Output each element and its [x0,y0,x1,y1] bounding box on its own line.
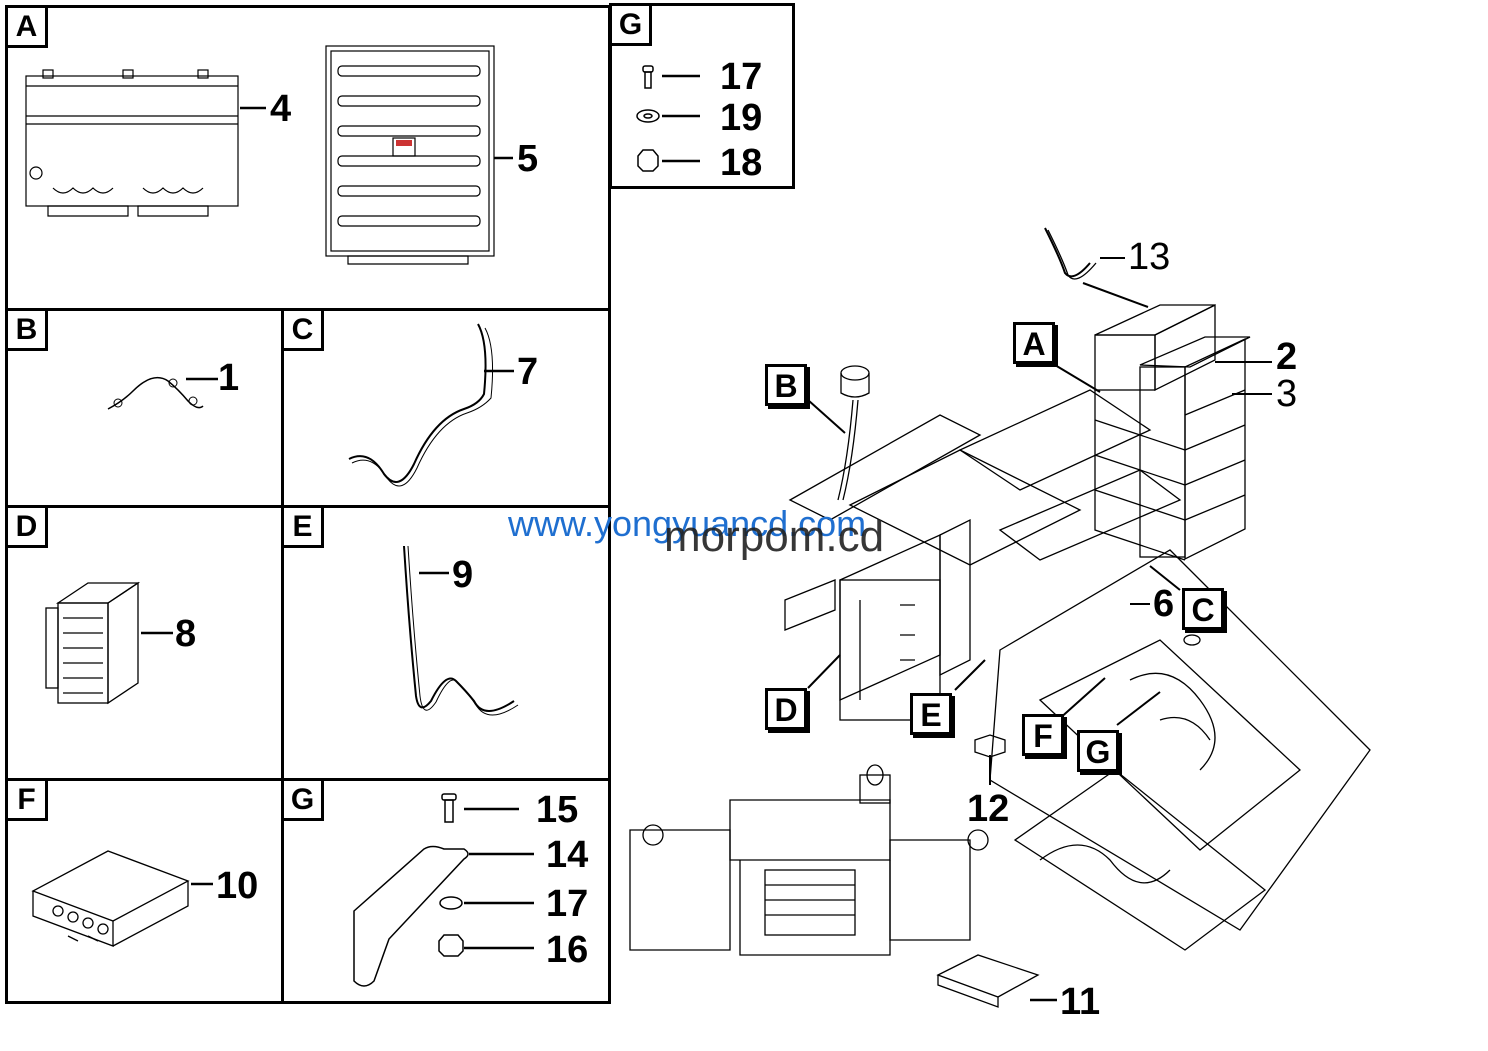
callout-5: 5 [517,138,539,180]
panel-tag-b: B [8,311,48,351]
panel-f: F 10 [5,778,284,1004]
callout-18: 18 [720,142,763,184]
panel-a-drawing [25,45,513,265]
callout-13: 13 [1128,236,1171,278]
panel-b-drawing [107,376,218,410]
callout-11: 11 [1060,981,1101,1023]
panel-c: C 7 [281,308,611,508]
panel-g-top-drawing [636,65,700,172]
callout-7: 7 [517,351,539,393]
callout-10: 10 [216,865,259,907]
panel-b: B 1 [5,308,284,508]
panel-tag-e: E [284,508,324,548]
locator-a: A [1013,322,1055,364]
panel-tag-d: D [8,508,48,548]
callout-15: 15 [536,789,579,831]
watermark-text: morpom.cd [664,512,885,561]
locator-d: D [765,688,807,730]
panel-g-bottom-drawing [353,793,534,987]
panel-c-drawing [348,323,514,487]
locator-e: E [910,693,952,735]
callout-16: 16 [546,929,589,971]
panel-e: E 9 [281,505,611,781]
locator-c: C [1182,588,1224,630]
callout-17-bottom: 17 [546,883,589,925]
callout-8: 8 [175,613,197,655]
callout-14: 14 [546,834,589,876]
panel-tag-g-top: G [612,6,652,46]
panel-tag-c: C [284,311,324,351]
callout-19: 19 [720,97,763,139]
panel-e-drawing [403,545,519,716]
panel-g-top: G 17 19 18 [609,3,795,189]
callout-9: 9 [452,554,474,596]
panel-f-drawing [31,850,213,947]
locator-g: G [1077,730,1119,772]
panel-g-bottom: G 15 14 17 16 [281,778,611,1004]
callout-4: 4 [270,88,292,130]
panel-d: D 8 [5,505,284,781]
watermark-url: www.yongyuancd.com [508,503,867,544]
panel-tag-f: F [8,781,48,821]
callout-12: 12 [967,788,1010,830]
callout-2: 2 [1276,336,1298,378]
panel-tag-g-bottom: G [284,781,324,821]
callout-17-top: 17 [720,56,763,98]
panel-d-drawing [45,581,173,705]
callout-3: 3 [1276,373,1298,415]
locator-b: B [765,364,807,406]
locator-f: F [1022,714,1064,756]
panel-tag-a: A [8,8,48,48]
panel-a: A 4 5 [5,5,611,311]
callout-1: 1 [218,357,240,399]
callout-6: 6 [1153,583,1175,625]
